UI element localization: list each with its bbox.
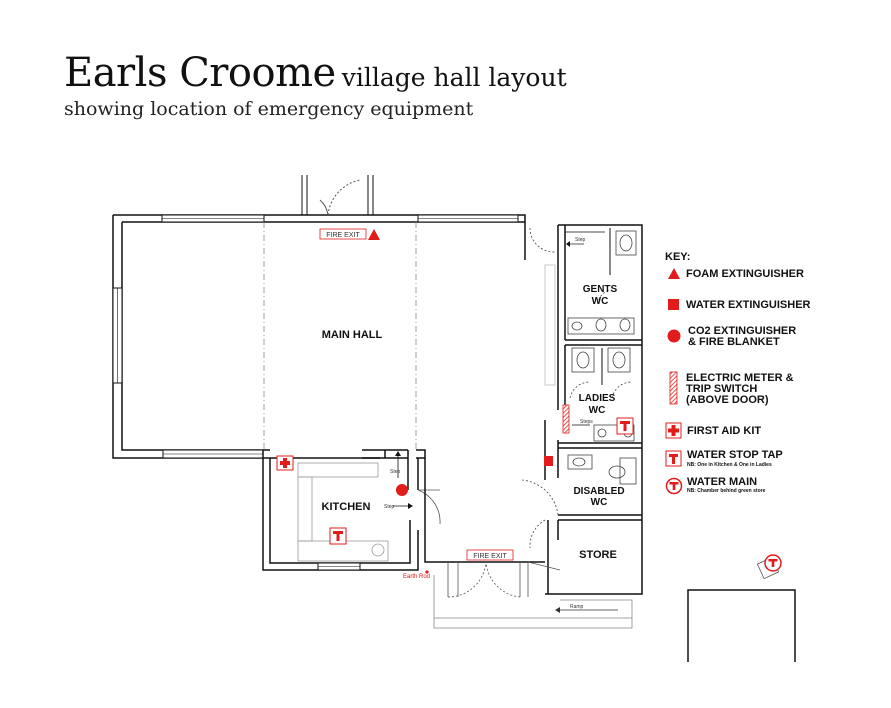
legend-water-main-label: WATER MAIN [687, 476, 757, 488]
water-stop-tap-kitchen [329, 527, 347, 545]
gents-step-label: Step [575, 237, 586, 243]
label-gents-wc: WC [592, 296, 609, 307]
legend-stop-tap-label: WATER STOP TAP [687, 449, 783, 461]
label-store: STORE [579, 549, 617, 561]
kitchen-step-label-1: Step [390, 469, 401, 475]
entrance-doors [447, 561, 561, 598]
legend-co2-label-2: & FIRE BLANKET [688, 336, 780, 348]
fire-exit-bottom-box [466, 549, 514, 561]
outbuilding-outline [687, 589, 796, 662]
co2-extinguisher-marker [396, 484, 408, 496]
kitchen-step-label-2: Step [384, 504, 395, 510]
page-title: Earls Croome [64, 50, 336, 96]
label-ladies-wc: WC [589, 405, 606, 416]
legend-water-label: WATER EXTINGUISHER [686, 299, 811, 311]
legend-co2-label-1: CO2 EXTINGUISHER [688, 325, 796, 337]
entrance-walls [424, 225, 546, 563]
top-fire-exit-door [301, 175, 374, 216]
gents-fixtures [529, 227, 637, 335]
legend-stop-tap-note: NB: One in Kitchen & One in Ladies [687, 462, 772, 468]
label-main-hall: MAIN HALL [322, 329, 383, 341]
legend-first-aid-label: FIRST AID KIT [687, 425, 761, 437]
kitchen-step-arrowhead-right [408, 503, 413, 509]
water-stop-tap-ladies [616, 417, 634, 435]
label-disabled-wc: WC [591, 497, 608, 508]
ramp-arrowhead [555, 607, 560, 613]
legend-foam-label: FOAM EXTINGUISHER [686, 268, 804, 280]
ladies-fixtures [569, 347, 635, 442]
label-gents: GENTS [583, 284, 618, 295]
toilet-block-walls [545, 224, 643, 595]
earth-rod-label: Earth Rod [403, 574, 430, 580]
legend-stop-tap-icon [665, 450, 682, 467]
legend-meter-icon [669, 371, 678, 405]
legend-meter-label-2: TRIP SWITCH [686, 383, 757, 395]
legend-co2-icon [667, 329, 681, 343]
main-hall-walls [112, 214, 526, 459]
ramp-label: Ramp [570, 604, 584, 610]
gents-step-arrowhead [566, 241, 570, 247]
page-title-suffix: village hall layout [341, 63, 567, 92]
page-subtitle: showing location of emergency equipment [64, 98, 474, 120]
ladies-steps-label: Steps [580, 419, 593, 425]
earth-rod-marker [425, 570, 429, 574]
legend-first-aid-icon [665, 422, 682, 439]
first-aid-kit-marker [276, 455, 294, 471]
legend-water-main-icon [665, 477, 683, 495]
electric-meter-marker [562, 404, 570, 434]
disabled-wc-fixtures [521, 454, 637, 549]
fire-exit-top-box [319, 228, 367, 240]
legend-meter-label-1: ELECTRIC METER & [686, 372, 794, 384]
legend-foam-icon [668, 268, 680, 279]
water-main-marker [756, 554, 782, 580]
ramp [433, 575, 633, 629]
label-kitchen: KITCHEN [322, 501, 371, 513]
kitchen-fixtures [297, 462, 441, 562]
legend-water-icon [668, 299, 679, 310]
bench [544, 264, 556, 386]
legend-heading: KEY: [665, 251, 690, 263]
legend-meter-label-3: (ABOVE DOOR) [686, 394, 769, 406]
kitchen-step-arrowhead-up [395, 451, 401, 456]
fire-exit-top-label: FIRE EXIT [326, 232, 360, 239]
label-disabled: DISABLED [573, 486, 624, 497]
label-ladies: LADIES [579, 393, 616, 404]
fire-exit-bottom-label: FIRE EXIT [473, 553, 507, 560]
foam-extinguisher-marker [368, 229, 380, 240]
water-extinguisher-marker [544, 456, 553, 466]
legend: KEY: FOAM EXTINGUISHER WATER EXTINGUISHE… [665, 251, 811, 495]
legend-water-main-note: NB: Chamber behind green store [687, 488, 766, 494]
